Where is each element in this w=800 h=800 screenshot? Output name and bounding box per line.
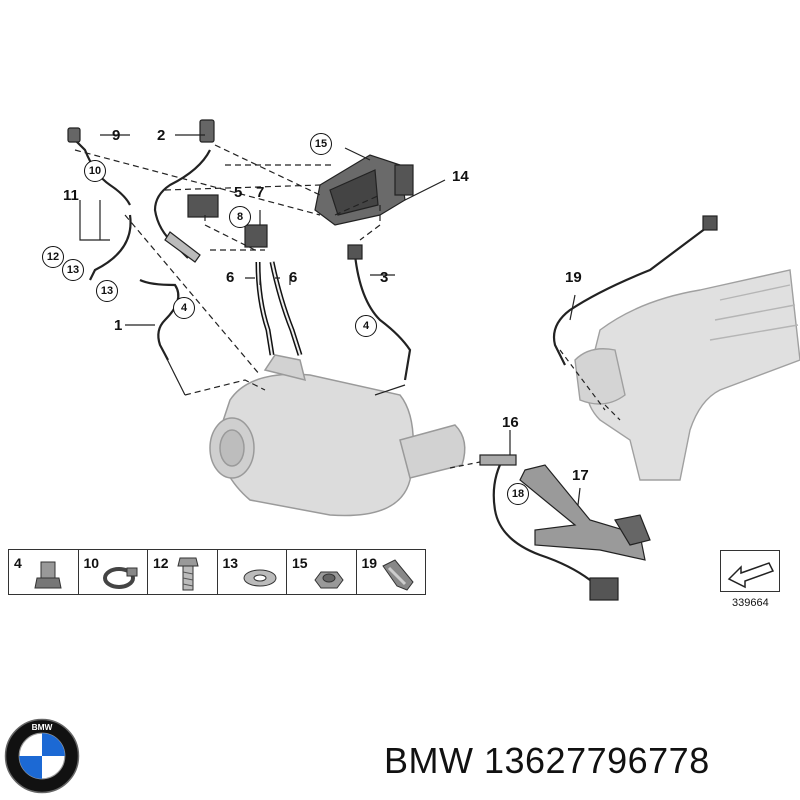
clip-icon [34, 561, 62, 589]
arrow-icon [727, 562, 775, 589]
callout-14: 14 [452, 168, 469, 185]
callout-13-b: 13 [96, 280, 118, 302]
diagram-reference-number: 339664 [732, 597, 769, 609]
fastener-legend: 4 10 12 13 15 19 [8, 549, 426, 595]
bmw-logo: BMW [4, 718, 80, 794]
callout-10: 10 [84, 160, 106, 182]
legend-number: 12 [153, 555, 169, 571]
callout-17: 17 [572, 467, 589, 484]
callout-8: 8 [229, 206, 251, 228]
callout-11: 11 [63, 187, 79, 204]
legend-number: 15 [292, 555, 308, 571]
callout-4-a: 4 [173, 297, 195, 319]
control-module [314, 154, 414, 226]
intake-manifold [574, 269, 800, 481]
callout-6-a: 6 [226, 269, 235, 286]
callout-19: 19 [565, 269, 582, 286]
callout-9: 9 [112, 127, 121, 144]
callout-16: 16 [502, 414, 519, 431]
callout-15: 15 [310, 133, 332, 155]
sensor-heads [67, 119, 718, 601]
legend-number: 10 [83, 555, 100, 571]
nut-icon [314, 571, 344, 589]
sensor-bracket [519, 464, 651, 561]
callout-18: 18 [507, 483, 529, 505]
logo-lettering: BMW [32, 722, 53, 732]
legend-cell: 10 [79, 550, 148, 594]
callout-2: 2 [157, 127, 166, 144]
callout-7: 7 [256, 184, 265, 201]
callout-5: 5 [234, 184, 243, 201]
callout-4-b: 4 [355, 315, 377, 337]
legend-cell: 15 [287, 550, 357, 594]
leader-lines [74, 134, 621, 506]
legend-cell: 19 [357, 550, 426, 594]
callout-6-b: 6 [289, 269, 298, 286]
legend-cell: 13 [218, 550, 287, 594]
wiring-harness [74, 139, 711, 581]
hose-clamp-icon [102, 567, 137, 589]
legend-number: 13 [222, 555, 239, 571]
legend-cell: 12 [148, 550, 218, 594]
bracket-clip-icon [381, 559, 414, 591]
washer-icon [243, 569, 276, 587]
view-direction-box [720, 550, 780, 592]
callout-13-a: 13 [62, 259, 84, 281]
part-number-title: BMW 13627796778 [384, 740, 710, 781]
legend-number: 4 [14, 555, 22, 571]
legend-cell: 4 [9, 550, 79, 594]
callout-3: 3 [380, 269, 389, 286]
bolt-icon [177, 557, 199, 591]
particulate-filter [209, 354, 466, 517]
legend-number: 19 [361, 555, 378, 571]
callout-1: 1 [114, 317, 123, 334]
callout-12: 12 [42, 246, 64, 268]
